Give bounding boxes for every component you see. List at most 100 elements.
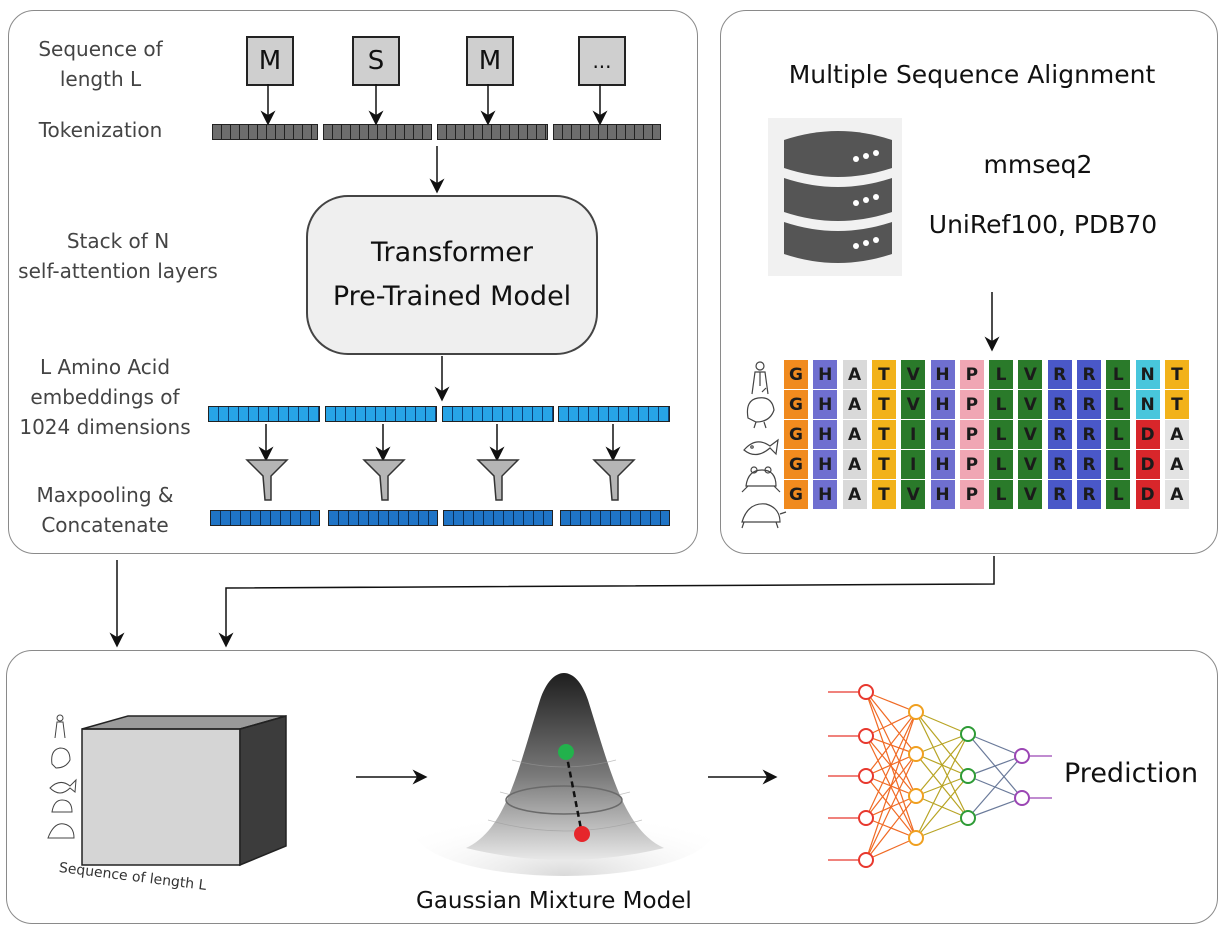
msa-cell: R (1077, 390, 1101, 419)
sequence-label: Sequence of length L (38, 37, 163, 91)
nn-edge (915, 733, 969, 755)
transformer-title: Transformer (370, 237, 533, 268)
fish-icon (49, 778, 77, 794)
token-box: S (352, 36, 400, 86)
msa-cell: H (930, 450, 955, 479)
embedding-vector (325, 406, 437, 422)
frog-icon (51, 799, 73, 813)
msa-cell: H (813, 360, 838, 389)
nn-edge (915, 817, 969, 839)
nn-edge (967, 755, 1023, 819)
embedding-vector (558, 406, 670, 422)
nn-edge (865, 691, 917, 713)
msa-cell: V (1018, 390, 1043, 419)
msa-cell: V (901, 360, 926, 389)
human-icon (54, 714, 66, 739)
nn-node (960, 810, 976, 826)
msa-tool: mmseq2 (983, 150, 1093, 179)
msa-cell: H (813, 420, 838, 449)
msa-cell: T (1164, 360, 1189, 389)
pooled-vector (210, 510, 320, 526)
embedding-vector (208, 406, 320, 422)
msa-cell: D (1135, 450, 1160, 479)
msa-cell: L (1106, 480, 1131, 509)
nn-node (858, 810, 874, 826)
msa-cell: R (1047, 480, 1072, 509)
msa-cell: R (1047, 420, 1072, 449)
msa-cell: L (989, 420, 1014, 449)
msa-cell: A (1164, 450, 1189, 479)
msa-cell: H (930, 390, 955, 419)
msa-cell: R (1077, 420, 1101, 449)
chicken-icon (746, 387, 775, 429)
nn-edge (865, 711, 917, 737)
nn-node (1014, 748, 1030, 764)
msa-cell: L (1106, 420, 1131, 449)
nn-edge (967, 733, 1023, 757)
msa-cell: D (1135, 480, 1160, 509)
msa-cell: P (959, 480, 984, 509)
nn-node (908, 830, 924, 846)
msa-cell: V (901, 390, 926, 419)
msa-cell: H (930, 360, 955, 389)
msa-cell: G (784, 420, 808, 449)
msa-cell: L (989, 480, 1014, 509)
token-box: M (466, 36, 514, 86)
frog-icon (741, 466, 781, 493)
msa-cell: A (842, 450, 867, 479)
msa-cell: V (901, 480, 926, 509)
msa-cell: V (1018, 450, 1043, 479)
prediction-label: Prediction (1064, 758, 1199, 789)
pooled-vector (560, 510, 670, 526)
msa-cell: T (871, 480, 896, 509)
msa-cell: P (959, 390, 984, 419)
msa-cell: A (842, 420, 867, 449)
fish-icon (743, 438, 779, 456)
msa-cell: A (842, 360, 867, 389)
nn-edge (865, 753, 917, 861)
msa-cell: T (871, 420, 896, 449)
msa-cell: G (784, 360, 808, 389)
nn-edge (967, 755, 1023, 777)
nn-edge (915, 733, 969, 839)
msa-cell: V (1018, 480, 1043, 509)
nn-edge (865, 711, 917, 777)
pooling-label: Maxpooling & Concatenate (36, 483, 174, 537)
gmm-label: Gaussian Mixture Model (416, 888, 692, 914)
nn-node (858, 684, 874, 700)
embedding-vector (442, 406, 554, 422)
msa-cell: H (930, 480, 955, 509)
transformer-model: Transformer Pre-Trained Model (306, 195, 598, 355)
msa-cell: T (871, 390, 896, 419)
nn-node (1014, 790, 1030, 806)
msa-cell: H (930, 420, 955, 449)
transformer-subtitle: Pre-Trained Model (332, 281, 572, 312)
msa-cell: A (1164, 420, 1189, 449)
msa-cell: R (1047, 360, 1072, 389)
msa-cell: H (813, 390, 838, 419)
msa-cell: V (1018, 420, 1043, 449)
turtle-icon (741, 503, 787, 529)
nn-edge (915, 733, 969, 797)
msa-cell: L (989, 360, 1014, 389)
chicken-icon (51, 747, 71, 769)
msa-cell: R (1047, 450, 1072, 479)
nn-edge (915, 775, 969, 839)
turtle-icon (47, 823, 75, 839)
msa-cell: P (959, 360, 984, 389)
msa-cell: P (959, 450, 984, 479)
nn-node (858, 852, 874, 868)
nn-node (858, 768, 874, 784)
nn-node (858, 728, 874, 744)
msa-cell: T (871, 450, 896, 479)
msa-cell: A (1164, 480, 1189, 509)
msa-cell: L (1106, 360, 1131, 389)
msa-cell: V (1018, 360, 1043, 389)
